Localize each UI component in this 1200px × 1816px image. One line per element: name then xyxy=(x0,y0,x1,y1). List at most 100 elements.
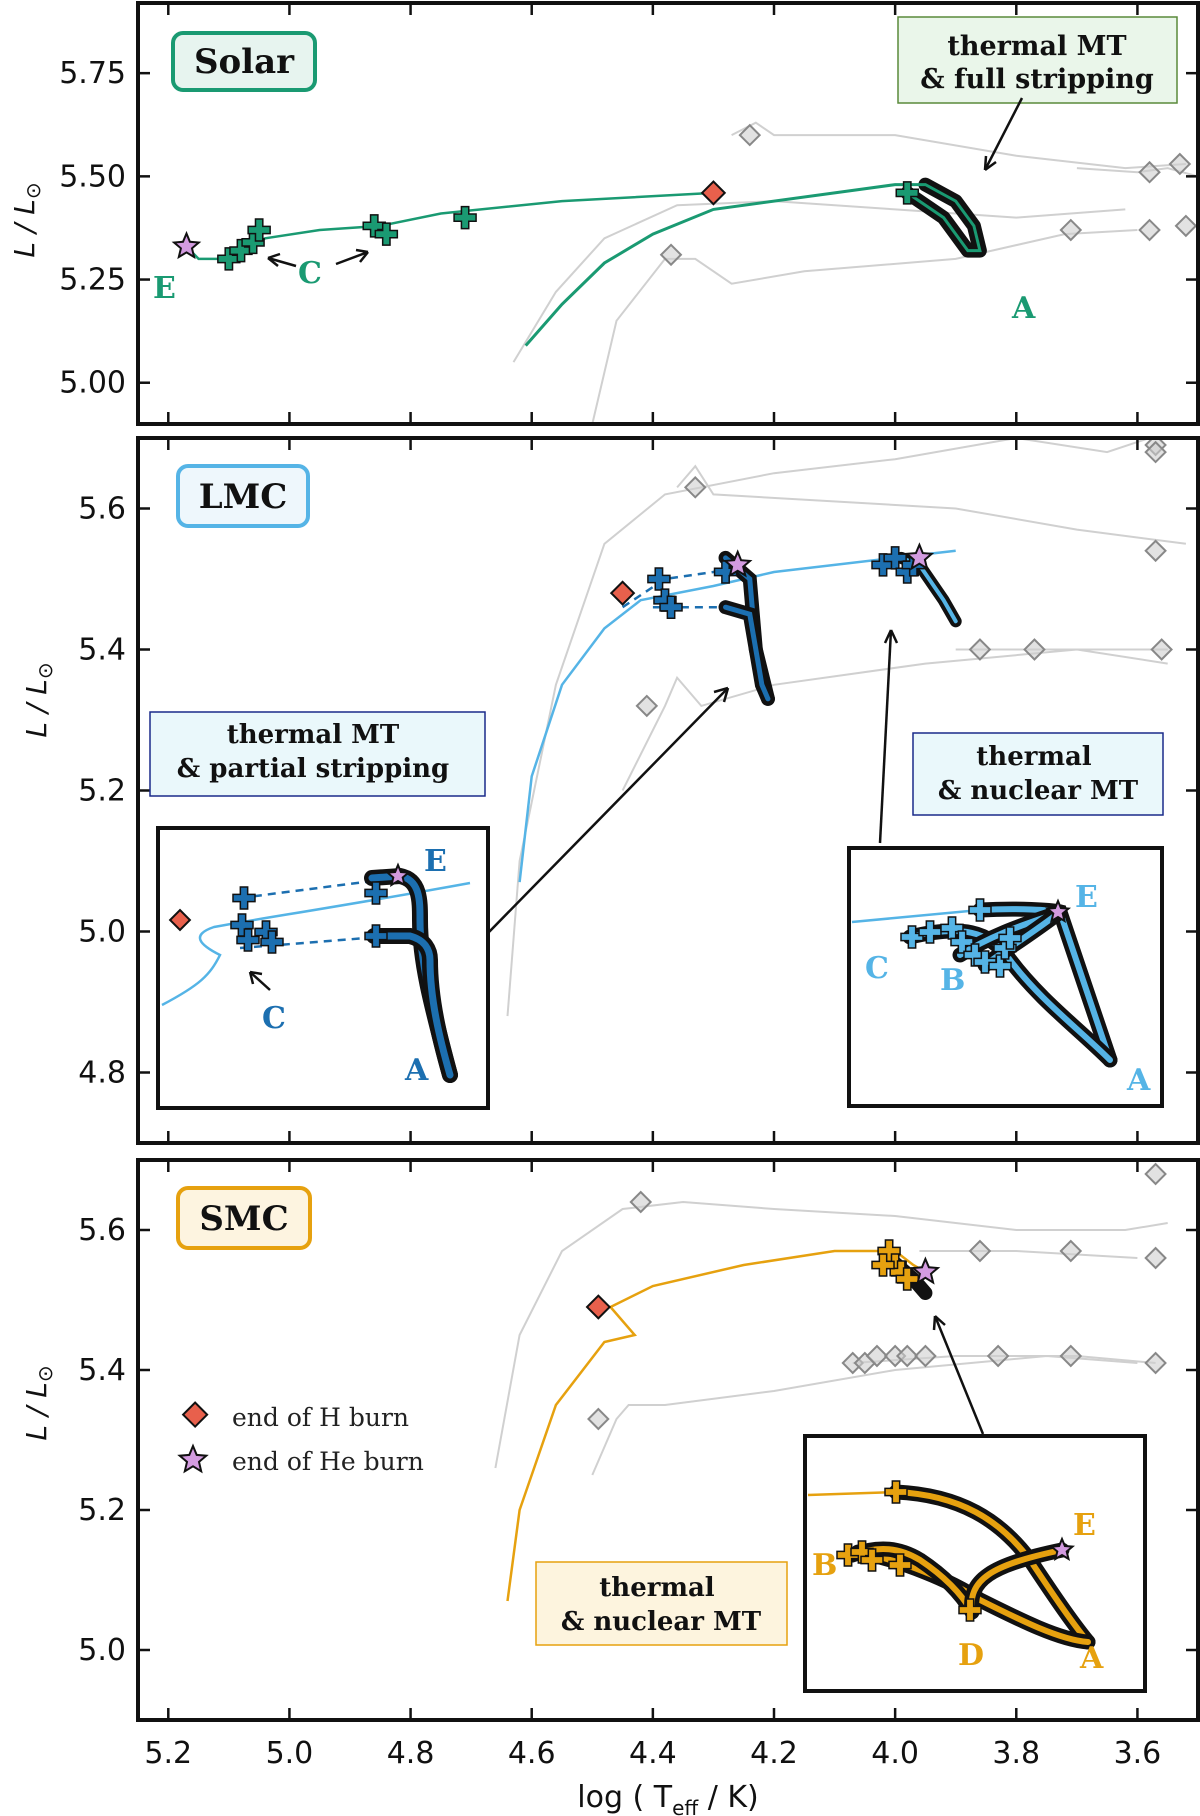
gray-diamond-marker xyxy=(1144,539,1167,563)
frame-lmc xyxy=(136,436,1200,1145)
gray-track xyxy=(591,1354,1138,1476)
annotation-solar-line2: & full stripping xyxy=(920,64,1154,95)
end-h-burn-marker xyxy=(609,580,636,606)
gray-diamond-marker xyxy=(883,1344,907,1368)
series-line xyxy=(524,183,982,347)
svg-text:E: E xyxy=(153,271,176,306)
end-he-burn-marker xyxy=(171,230,202,260)
panel-title-smc: SMC xyxy=(199,1199,288,1239)
gray-diamond-marker xyxy=(1059,1239,1083,1263)
plus-marker xyxy=(860,1548,884,1572)
end-he-burn-marker xyxy=(904,542,935,571)
end-h-burn-marker xyxy=(585,1294,612,1320)
x-tick-label: 5.2 xyxy=(144,1736,192,1771)
y-tick-label: 5.4 xyxy=(78,1353,126,1388)
svg-text:B: B xyxy=(812,1548,837,1583)
plus-marker xyxy=(364,881,388,905)
svg-text:C: C xyxy=(262,1001,286,1036)
gray-track xyxy=(621,648,1168,791)
svg-text:log ( Teff / K): log ( Teff / K) xyxy=(577,1780,759,1816)
x-axis-label: log ( Teff / K) xyxy=(577,1780,759,1816)
x-tick-label: 3.6 xyxy=(1114,1736,1162,1771)
plus-marker xyxy=(998,926,1022,950)
gray-diamond-marker xyxy=(914,1344,937,1368)
plus-marker xyxy=(364,924,388,948)
frame-smc xyxy=(136,1158,1200,1722)
svg-text:E: E xyxy=(424,844,447,879)
series-line xyxy=(185,191,714,261)
svg-text:D: D xyxy=(958,1638,984,1673)
annotation-smc: thermal & nuclear MT xyxy=(535,1561,788,1646)
y-tick-label: 4.8 xyxy=(78,1056,126,1091)
y-tick-label: 5.6 xyxy=(78,1213,126,1248)
svg-text:A: A xyxy=(404,1053,429,1088)
plus-marker xyxy=(988,954,1012,978)
plus-marker xyxy=(888,1553,912,1577)
plus-marker xyxy=(918,920,942,944)
gray-diamond-marker xyxy=(1144,1351,1167,1375)
panel-title-solar-box: Solar xyxy=(171,31,317,92)
x-tick-label: 4.6 xyxy=(508,1736,556,1771)
y-tick-label: 5.0 xyxy=(78,915,126,950)
panel-title-smc-box: SMC xyxy=(176,1186,312,1250)
y-tick-label: 5.00 xyxy=(59,366,126,401)
panel-title-lmc: LMC xyxy=(199,477,288,517)
gray-diamond-marker xyxy=(968,638,992,661)
gray-diamond-marker xyxy=(968,1239,992,1263)
legend-label-h: end of H burn xyxy=(232,1403,409,1432)
svg-text:& nuclear MT: & nuclear MT xyxy=(938,776,1139,806)
plus-marker xyxy=(236,928,260,952)
x-tick-label: 4.8 xyxy=(387,1736,435,1771)
gray-diamond-marker xyxy=(1144,440,1167,464)
y-tick-label: 5.4 xyxy=(78,633,126,668)
gray-diamond-marker xyxy=(986,1344,1010,1368)
gray-diamond-marker xyxy=(895,1344,919,1368)
svg-text:L / L⊙: L / L⊙ xyxy=(20,1365,57,1440)
gray-diamond-marker xyxy=(629,1190,653,1214)
gray-diamond-marker xyxy=(1059,218,1083,242)
annotation-lmc-left: thermal MT & partial stripping xyxy=(149,711,486,797)
plus-marker xyxy=(895,181,920,205)
y-tick-label: 5.6 xyxy=(78,492,126,527)
gray-diamond-marker xyxy=(659,243,683,267)
gray-diamond-marker xyxy=(1174,214,1198,238)
svg-text:& partial stripping: & partial stripping xyxy=(177,754,449,784)
end-h-burn-marker xyxy=(700,180,727,206)
plus-marker xyxy=(217,247,241,271)
y-tick-label: 5.25 xyxy=(59,263,126,298)
svg-text:E: E xyxy=(1073,1508,1096,1543)
inset-lmc-left: E C A xyxy=(156,826,490,1110)
plus-marker xyxy=(958,1598,982,1622)
svg-text:C: C xyxy=(865,951,889,986)
x-tick-label: 4.2 xyxy=(750,1736,798,1771)
arrows xyxy=(267,97,1024,1435)
gray-track xyxy=(676,464,1187,545)
gray-diamond-marker xyxy=(1138,160,1161,184)
gray-track xyxy=(512,200,1126,363)
plus-marker xyxy=(260,930,284,954)
series-line xyxy=(518,549,956,883)
svg-text:B: B xyxy=(940,963,965,998)
svg-text:L / L⊙: L / L⊙ xyxy=(8,182,45,257)
panel-title-solar: Solar xyxy=(194,42,295,82)
gray-diamond-marker xyxy=(1144,1162,1167,1186)
gray-track xyxy=(494,1200,1168,1469)
legend-label-he: end of He burn xyxy=(232,1447,424,1476)
annotation-solar-line1: thermal MT xyxy=(947,31,1126,62)
x-tick-label: 5.0 xyxy=(266,1736,314,1771)
end-he-burn-marker xyxy=(722,549,753,578)
legend-star-marker xyxy=(177,1443,209,1474)
plus-marker xyxy=(229,238,253,263)
plus-marker xyxy=(973,950,997,974)
plus-marker xyxy=(453,205,477,230)
gray-diamond-marker xyxy=(683,476,707,499)
plus-marker xyxy=(884,1480,908,1504)
gray-diamond-marker xyxy=(1168,152,1192,176)
y-axis-label-lmc: L / L⊙ xyxy=(20,662,57,737)
gray-track xyxy=(919,1250,1138,1259)
annotation-lmc-right: thermal & nuclear MT xyxy=(912,732,1164,816)
panel-solar: 5.005.255.505.75 xyxy=(59,3,1198,424)
inset-lmc-right: E C B A xyxy=(847,846,1164,1108)
plus-marker xyxy=(713,560,738,584)
y-tick-label: 5.2 xyxy=(78,774,126,809)
